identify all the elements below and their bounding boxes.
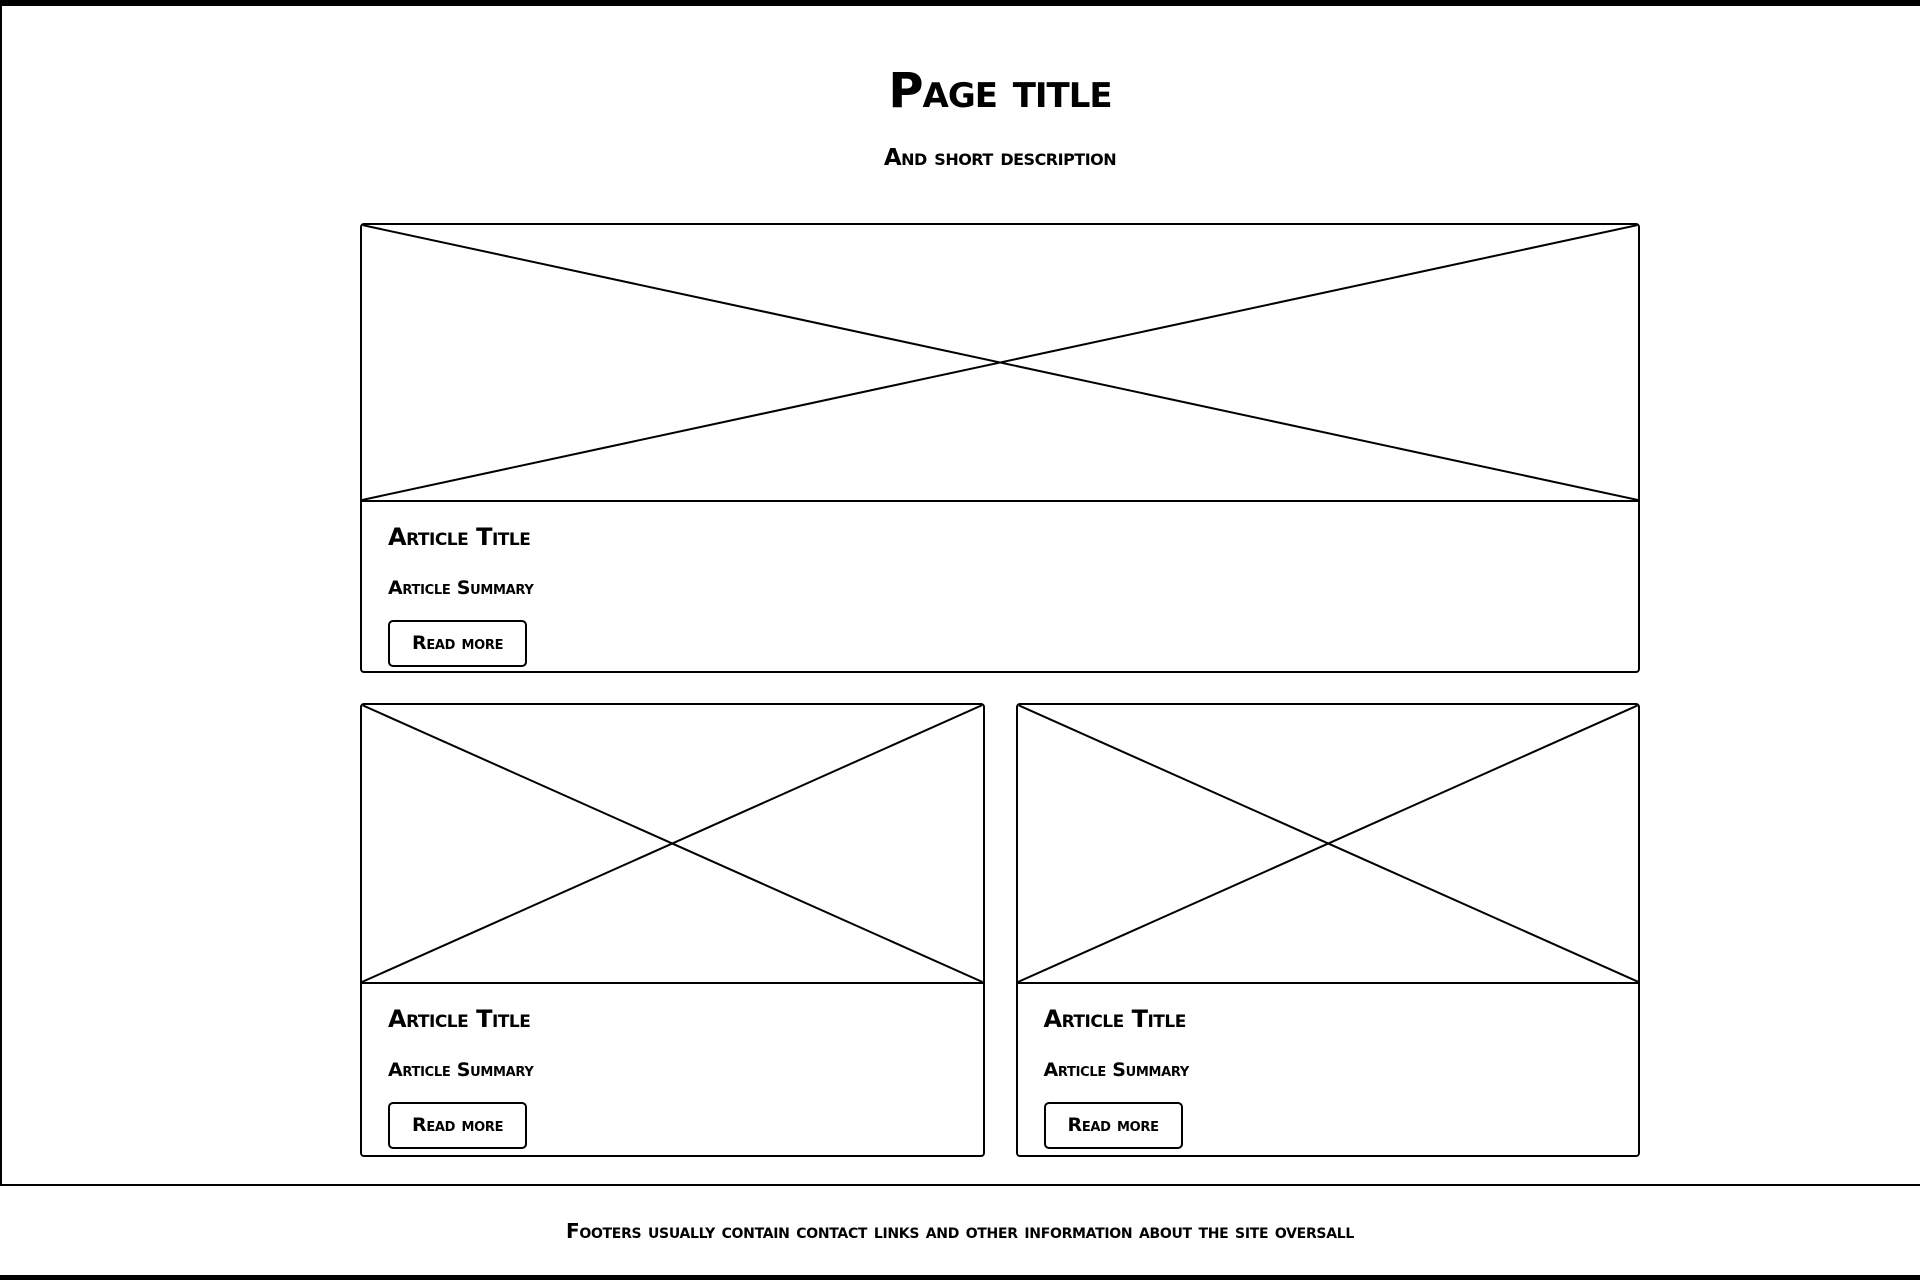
read-more-button[interactable]: Read more (1043, 1102, 1183, 1149)
article-summary: Article Summary (1043, 1059, 1190, 1081)
article-title: Article Title (1043, 1005, 1187, 1033)
page-subtitle: And short description (883, 145, 1117, 172)
image-placeholder (1017, 705, 1639, 984)
article-card-body: Article Title Article Summary Read more (362, 502, 1638, 667)
image-placeholder (362, 225, 1638, 502)
article-summary: Article Summary (388, 1059, 534, 1081)
article-title: Article Title (388, 523, 531, 551)
x-cross-icon (362, 705, 983, 982)
read-more-button[interactable]: Read more (388, 620, 528, 667)
article-summary: Article Summary (388, 577, 534, 599)
article-card-body: Article Title Article Summary Read more (1018, 984, 1639, 1149)
footer-text: Footers usually contain contact links an… (565, 1218, 1354, 1243)
articles-section: Article Title Article Summary Read more … (360, 223, 1640, 1157)
articles-row: Article Title Article Summary Read more … (360, 703, 1640, 1157)
hero-article-card: Article Title Article Summary Read more (360, 223, 1640, 673)
right-article-card: Article Title Article Summary Read more (1015, 703, 1640, 1157)
x-cross-icon (362, 225, 1638, 500)
page-header: Page title And short description (360, 6, 1640, 171)
article-card-body: Article Title Article Summary Read more (362, 984, 983, 1149)
image-placeholder (362, 705, 983, 984)
x-cross-icon (1018, 705, 1639, 982)
left-article-card: Article Title Article Summary Read more (360, 703, 985, 1157)
read-more-button[interactable]: Read more (388, 1102, 528, 1149)
page-title: Page title (888, 63, 1112, 119)
article-title: Article Title (388, 1005, 531, 1033)
page-footer: Footers usually contain contact links an… (0, 1184, 1920, 1275)
